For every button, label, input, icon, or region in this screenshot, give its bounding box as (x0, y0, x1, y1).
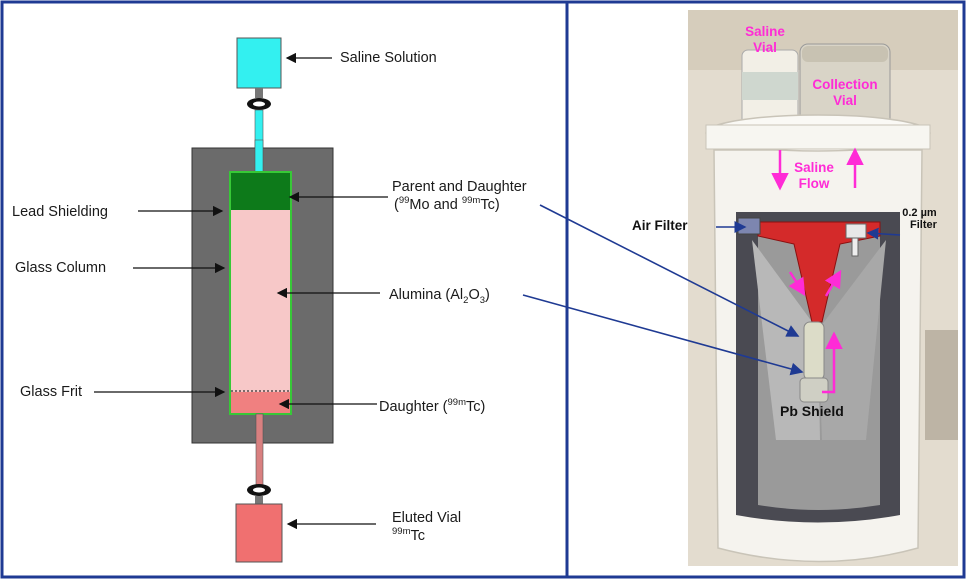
alumina-sub2: 3 (479, 294, 486, 306)
tc-mass-number: 99m (461, 195, 481, 207)
label-alumina: Alumina (Al2O3) (389, 288, 490, 305)
collection-vial-cap (802, 46, 888, 62)
mo-symbol: Mo and (409, 197, 462, 214)
alumina-prefix: Alumina (Al (389, 287, 464, 303)
column-flow-arrow (822, 331, 843, 394)
saline-flow-line1: Saline (794, 160, 834, 175)
label-eluted-vial: Eluted Vial 99mTc (392, 511, 461, 547)
pb-shield-base (799, 377, 829, 403)
flow-out-arrow (824, 269, 842, 297)
saline-vial-line1: Saline (745, 24, 785, 39)
saline-vial-line2: Vial (753, 39, 777, 55)
generator-lid-rim (705, 124, 931, 150)
daughter-prefix: Daughter ( (379, 398, 448, 415)
eluted-symbol: Tc (410, 528, 425, 545)
eluted-vial-title: Eluted Vial (392, 510, 462, 526)
eluted-mass-number: 99m (392, 526, 411, 538)
air-filter-photo (737, 217, 761, 235)
red-manifold (757, 221, 881, 323)
generator-photo (688, 10, 958, 566)
filter-stem (851, 237, 859, 257)
alumina-suffix: ) (485, 287, 490, 303)
saline-vial-cap-hole (253, 101, 265, 107)
label-daughter: Daughter (99mTc) (379, 398, 485, 414)
flow-in-arrow (788, 271, 806, 297)
tc-symbol: Tc) (480, 197, 500, 214)
filter-photo (845, 223, 867, 239)
alumina-sub1: 2 (463, 294, 469, 306)
generator-schematic (191, 37, 334, 563)
parent-daughter-band (231, 173, 290, 210)
filter-word: Filter (910, 219, 937, 232)
column-photo (803, 321, 825, 381)
eluted-vial-neck (255, 496, 263, 504)
filter-size: 0.2 µm (902, 207, 937, 219)
alumina-o: O (468, 287, 480, 303)
label-parent-daughter-line2: (99Mo and 99mTc) (394, 195, 500, 214)
eluted-vial (235, 503, 283, 563)
label-air-filter: Air Filter (632, 218, 688, 233)
label-saline-solution: Saline Solution (340, 50, 437, 66)
left-pointers (94, 52, 388, 530)
label-parent-daughter: Parent and Daughter (99Mo and 99mTc) (392, 180, 527, 217)
mo-mass-number: 99 (398, 195, 410, 207)
eluted-vial-cap-hole (253, 487, 265, 493)
label-glass-frit: Glass Frit (20, 384, 83, 400)
pointer-alumina-to-photo (522, 294, 804, 376)
saline-flow-line2: Flow (798, 175, 830, 191)
saline-vial (236, 37, 282, 89)
daughter-suffix: Tc) (466, 398, 486, 415)
saline-vial-label (742, 72, 798, 100)
eluate-tube (255, 413, 264, 487)
label-open-paren: ( (394, 197, 399, 214)
saline-vial-neck (255, 88, 263, 98)
daughter-band (231, 392, 290, 413)
eluted-vial-isotope: 99mTc (392, 526, 425, 545)
photo-right-object (925, 330, 958, 440)
label-pb-shield: Pb Shield (780, 403, 844, 419)
collection-vial-line1: Collection (812, 77, 878, 92)
saline-tube-inner (254, 139, 264, 175)
label-parent-daughter-line1: Parent and Daughter (392, 179, 527, 195)
pointer-parent-daughter-to-photo (539, 204, 800, 337)
collection-vial-line2: Vial (833, 92, 857, 108)
daughter-mass-number: 99m (447, 397, 466, 408)
label-glass-column: Glass Column (15, 260, 107, 276)
filter-pointer (866, 227, 901, 240)
label-lead-shielding: Lead Shielding (12, 204, 108, 220)
